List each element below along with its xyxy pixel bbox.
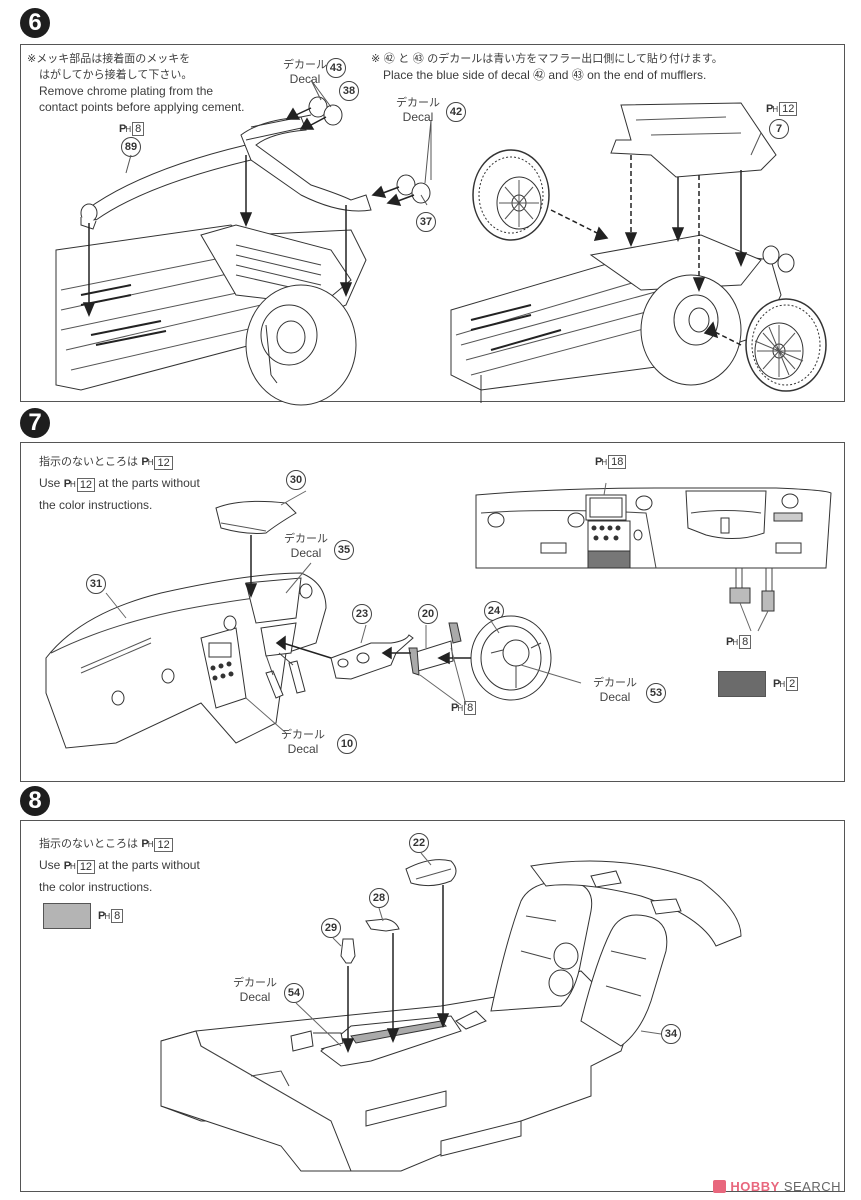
decal-35-jp: デカール xyxy=(284,532,328,545)
note-jp: 指示のないところは xyxy=(39,837,138,850)
step-7-badge: 7 xyxy=(20,408,50,438)
decal-35-label: デカール Decal xyxy=(284,531,328,561)
paint-code-89: PH 8 xyxy=(119,122,145,136)
note-en-line2: the color instructions. xyxy=(39,498,153,512)
color-swatch-ph2 xyxy=(718,671,766,697)
default-paint-code-en: PH 12 xyxy=(64,856,96,877)
decal-54-jp: デカール xyxy=(233,976,277,989)
muffler-decal-note: ※ ㊷ と ㊸ のデカールは青い方をマフラー出口側にして貼り付けます。 Plac… xyxy=(371,51,723,83)
step-6-panel: ※メッキ部品は接着面のメッキを はがしてから接着して下さい。 Remove ch… xyxy=(20,44,845,402)
decal-42-en: Decal xyxy=(402,110,434,124)
callout-35: 35 xyxy=(334,540,354,560)
hobby-search-logo-icon xyxy=(713,1180,727,1193)
default-paint-code-en: PH 12 xyxy=(64,474,96,495)
decal-42-jp: デカール xyxy=(396,96,440,109)
dashboard-front-view xyxy=(476,473,846,663)
decal-43-jp: デカール xyxy=(283,58,327,71)
step-8-default-color-note: 指示のないところは PH 12 Use PH 12 at the parts w… xyxy=(39,833,200,897)
callout-42: 42 xyxy=(446,102,466,122)
chrome-note-en-1: Remove chrome plating from the xyxy=(39,84,214,98)
callout-31: 31 xyxy=(86,574,106,594)
watermark-brand: HOBBY xyxy=(730,1179,780,1194)
paint-code-swatch: PH 8 xyxy=(98,909,124,923)
note-en-post: at the parts without xyxy=(98,476,200,490)
callout-29: 29 xyxy=(321,918,341,938)
decal-10-en: Decal xyxy=(287,742,319,756)
default-paint-code: PH 12 xyxy=(141,834,173,855)
step-8-badge: 8 xyxy=(20,786,50,816)
callout-89: 89 xyxy=(121,137,141,157)
chrome-note-en-2: contact points before applying cement. xyxy=(39,100,245,114)
callout-23: 23 xyxy=(352,604,372,624)
callout-20: 20 xyxy=(418,604,438,624)
note-en-pre: Use xyxy=(39,476,61,490)
note-en-post: at the parts without xyxy=(98,858,200,872)
step-7-default-color-note: 指示のないところは PH 12 Use PH 12 at the parts w… xyxy=(39,451,200,515)
decal-53-label: デカール Decal xyxy=(593,675,637,705)
muffler-note-en: Place the blue side of decal ㊷ and ㊸ on … xyxy=(383,68,707,82)
chrome-note-jp-1: ※メッキ部品は接着面のメッキを xyxy=(27,52,191,65)
decal-54-en: Decal xyxy=(239,990,271,1004)
callout-54: 54 xyxy=(284,983,304,1003)
callout-53: 53 xyxy=(646,683,666,703)
interior-tub-illustration xyxy=(21,821,846,1193)
note-en-pre: Use xyxy=(39,858,61,872)
decal-10-label: デカール Decal xyxy=(281,727,325,757)
paint-number: 8 xyxy=(132,122,145,136)
paint-code-pedals: PH 8 xyxy=(726,635,752,649)
note-en-line2: the color instructions. xyxy=(39,880,153,894)
color-swatch-ph8 xyxy=(43,903,91,929)
note-jp: 指示のないところは xyxy=(39,455,138,468)
decal-53-jp: デカール xyxy=(593,676,637,689)
callout-30: 30 xyxy=(286,470,306,490)
decal-54-label: デカール Decal xyxy=(233,975,277,1005)
chrome-note: ※メッキ部品は接着面のメッキを はがしてから接着して下さい。 Remove ch… xyxy=(27,51,244,115)
watermark-sub: SEARCH xyxy=(783,1179,841,1194)
exhaust-chassis-illustration xyxy=(21,45,461,403)
callout-38: 38 xyxy=(339,81,359,101)
wheel-upper xyxy=(473,150,549,240)
dashboard-illustration xyxy=(21,443,501,783)
callout-28: 28 xyxy=(369,888,389,908)
watermark: HOBBY SEARCH xyxy=(713,1179,841,1194)
callout-7: 7 xyxy=(769,119,789,139)
decal-10-jp: デカール xyxy=(281,728,325,741)
paint-code-dash: PH 18 xyxy=(595,455,627,469)
callout-43: 43 xyxy=(326,58,346,78)
decal-53-en: Decal xyxy=(599,690,631,704)
step-8-panel: 指示のないところは PH 12 Use PH 12 at the parts w… xyxy=(20,820,845,1192)
muffler-note-jp: ※ ㊷ と ㊸ のデカールは青い方をマフラー出口側にして貼り付けます。 xyxy=(371,52,723,65)
paint-mark: PH xyxy=(766,103,778,115)
wheels-chassis-illustration xyxy=(441,45,846,403)
chrome-note-jp-2: はがしてから接着して下さい。 xyxy=(39,68,193,81)
paint-code-swatch: PH 2 xyxy=(773,677,799,691)
callout-10: 10 xyxy=(337,734,357,754)
default-paint-code: PH 12 xyxy=(141,452,173,473)
decal-35-en: Decal xyxy=(290,546,322,560)
paint-mark: PH xyxy=(119,123,131,135)
paint-number: 12 xyxy=(779,102,798,116)
paint-code-paddles: PH 8 xyxy=(451,701,477,715)
decal-42-label: デカール Decal xyxy=(396,95,440,125)
paint-code-7: PH 12 xyxy=(766,102,798,116)
step-7-panel: 指示のないところは PH 12 Use PH 12 at the parts w… xyxy=(20,442,845,782)
wheel-lower xyxy=(746,299,826,391)
callout-34: 34 xyxy=(661,1024,681,1044)
step-6-badge: 6 xyxy=(20,8,50,38)
callout-22: 22 xyxy=(409,833,429,853)
callout-37: 37 xyxy=(416,212,436,232)
